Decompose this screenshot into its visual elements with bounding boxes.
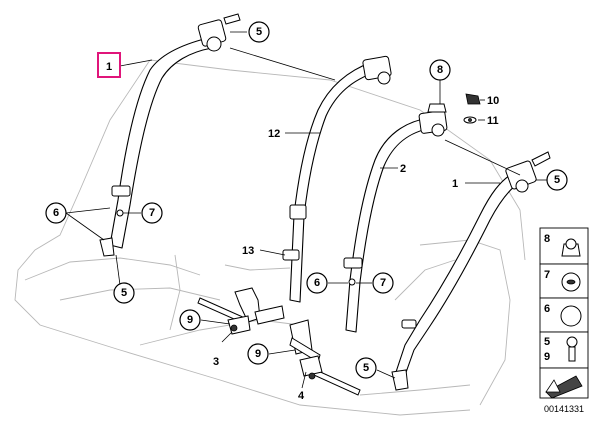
belt-guide-right	[401, 319, 417, 329]
diagram-code: 00141331	[544, 404, 584, 414]
callout-11-label: 11	[487, 115, 499, 127]
buckle-assembly-4	[289, 319, 361, 396]
belt-stop-right	[348, 278, 356, 286]
callout-9-left[interactable]	[179, 309, 201, 331]
legend-row-5-9[interactable]	[539, 331, 589, 369]
callout-9-center-label: 9	[255, 348, 261, 360]
tongue-center	[289, 204, 307, 220]
belt-stop-left	[116, 209, 124, 217]
callout-7-right-label: 7	[380, 277, 386, 289]
seat-belt-center	[282, 55, 392, 303]
belt-guide-left	[111, 185, 131, 197]
retractor-left-reel	[206, 36, 222, 52]
seat-belt-right	[391, 151, 551, 391]
callout-4-label: 4	[298, 390, 305, 402]
retractor-center-reel	[377, 71, 391, 85]
callout-8-label: 8	[437, 64, 443, 76]
parts-legend: 8 7 6 5 9 00141331	[539, 227, 589, 414]
legend-row-6-label: 6	[544, 303, 550, 315]
part-10-cap	[465, 93, 481, 105]
callout-9-left-label: 9	[187, 314, 193, 326]
callout-10-label: 10	[487, 95, 499, 107]
legend-row-8-label: 8	[544, 233, 550, 245]
buckle-assembly-3	[197, 287, 285, 335]
callout-5-top[interactable]	[248, 21, 270, 43]
callout-6-right[interactable]	[306, 272, 328, 294]
callout-12-label: 12	[268, 128, 280, 140]
legend-row-9-label: 9	[544, 351, 550, 363]
callout-9-center[interactable]	[247, 343, 269, 365]
callout-1b-label: 1	[452, 178, 458, 190]
callout-5-right[interactable]	[546, 169, 568, 191]
callout-5-top-label: 5	[256, 26, 262, 38]
callout-8[interactable]	[429, 59, 451, 81]
callout-1-label: 1	[106, 61, 112, 73]
callout-5-lower-right-label: 5	[363, 362, 369, 374]
legend-row-5-label: 5	[544, 336, 550, 348]
callout-5-lower-right[interactable]	[355, 357, 377, 379]
callout-13-label: 13	[242, 245, 254, 257]
seat-belt-right-center	[343, 110, 448, 333]
callout-7-left-label: 7	[149, 207, 155, 219]
legend-row-7-label: 7	[544, 269, 550, 281]
anchor-left	[99, 237, 115, 257]
retractor-right-center-reel	[431, 123, 445, 137]
callout-2-label: 2	[400, 163, 406, 175]
callout-5-right-label: 5	[554, 174, 560, 186]
callout-6-left[interactable]	[45, 202, 67, 224]
anchor-right	[391, 369, 409, 391]
belt-guide-right-center	[343, 257, 363, 269]
leader-lines	[65, 31, 548, 389]
small-parts	[427, 93, 481, 124]
retractor-right-reel	[515, 179, 529, 193]
callout-3-label: 3	[213, 356, 219, 368]
belt-buckle-13	[282, 249, 300, 261]
part-8-cover	[427, 103, 447, 113]
callout-6-right-label: 6	[314, 277, 320, 289]
callout-7-right[interactable]	[372, 272, 394, 294]
seat-belt-left	[99, 13, 241, 257]
callout-7-left[interactable]	[141, 202, 163, 224]
callout-5-lower-left-label: 5	[121, 287, 127, 299]
callout-1-highlight[interactable]	[97, 52, 121, 78]
callout-5-lower-left[interactable]	[113, 282, 135, 304]
rear-seat-outline	[14, 59, 526, 416]
callouts: 1 5 8 10 11 12 2 1 5 6 7 13 6 7 5 9 3 9 …	[45, 21, 568, 402]
callout-6-left-label: 6	[53, 207, 59, 219]
